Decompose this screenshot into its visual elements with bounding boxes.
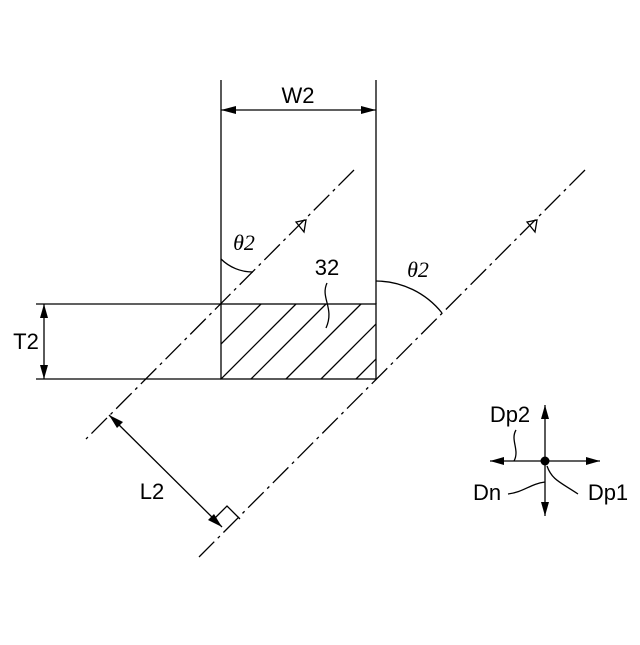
thickness-arrow-top xyxy=(40,304,48,318)
length-dimension: L2 xyxy=(109,415,240,527)
thickness-dimension: T2 xyxy=(13,304,221,379)
dn-label: Dn xyxy=(473,480,501,505)
dp1-leader xyxy=(547,466,578,494)
width-dimension: W2 xyxy=(221,80,376,304)
width-arrow-right xyxy=(361,106,376,114)
part-number-label: 32 xyxy=(315,255,339,280)
up-arrow-icon xyxy=(541,405,549,419)
dn-leader xyxy=(508,482,545,494)
thickness-label: T2 xyxy=(13,329,39,354)
left-arrow-icon xyxy=(490,457,504,465)
right-angle-mark xyxy=(214,506,240,519)
dp2-label: Dp2 xyxy=(490,402,530,427)
down-arrow-icon xyxy=(541,502,549,516)
angle-label-right: θ2 xyxy=(407,257,429,282)
length-dimension-line xyxy=(109,415,222,527)
section-hatching xyxy=(221,304,431,379)
right-arrow-icon xyxy=(586,457,600,465)
direction-indicator: Dp2 Dp1 Dn xyxy=(473,402,628,516)
width-arrow-left xyxy=(221,106,236,114)
width-label: W2 xyxy=(282,83,315,108)
length-label: L2 xyxy=(140,479,164,504)
lower-chain-line xyxy=(199,170,585,557)
part-number-leader xyxy=(325,283,329,328)
angle-label-left: θ2 xyxy=(233,230,255,255)
section-outline xyxy=(221,304,376,379)
part-32-section xyxy=(221,304,431,379)
angle-arc-left xyxy=(221,259,253,272)
dp2-leader xyxy=(514,430,516,461)
thickness-arrow-bottom xyxy=(40,365,48,379)
dp1-label: Dp1 xyxy=(588,480,628,505)
angle-arc-right xyxy=(376,281,442,313)
origin-dot-icon xyxy=(541,457,550,466)
